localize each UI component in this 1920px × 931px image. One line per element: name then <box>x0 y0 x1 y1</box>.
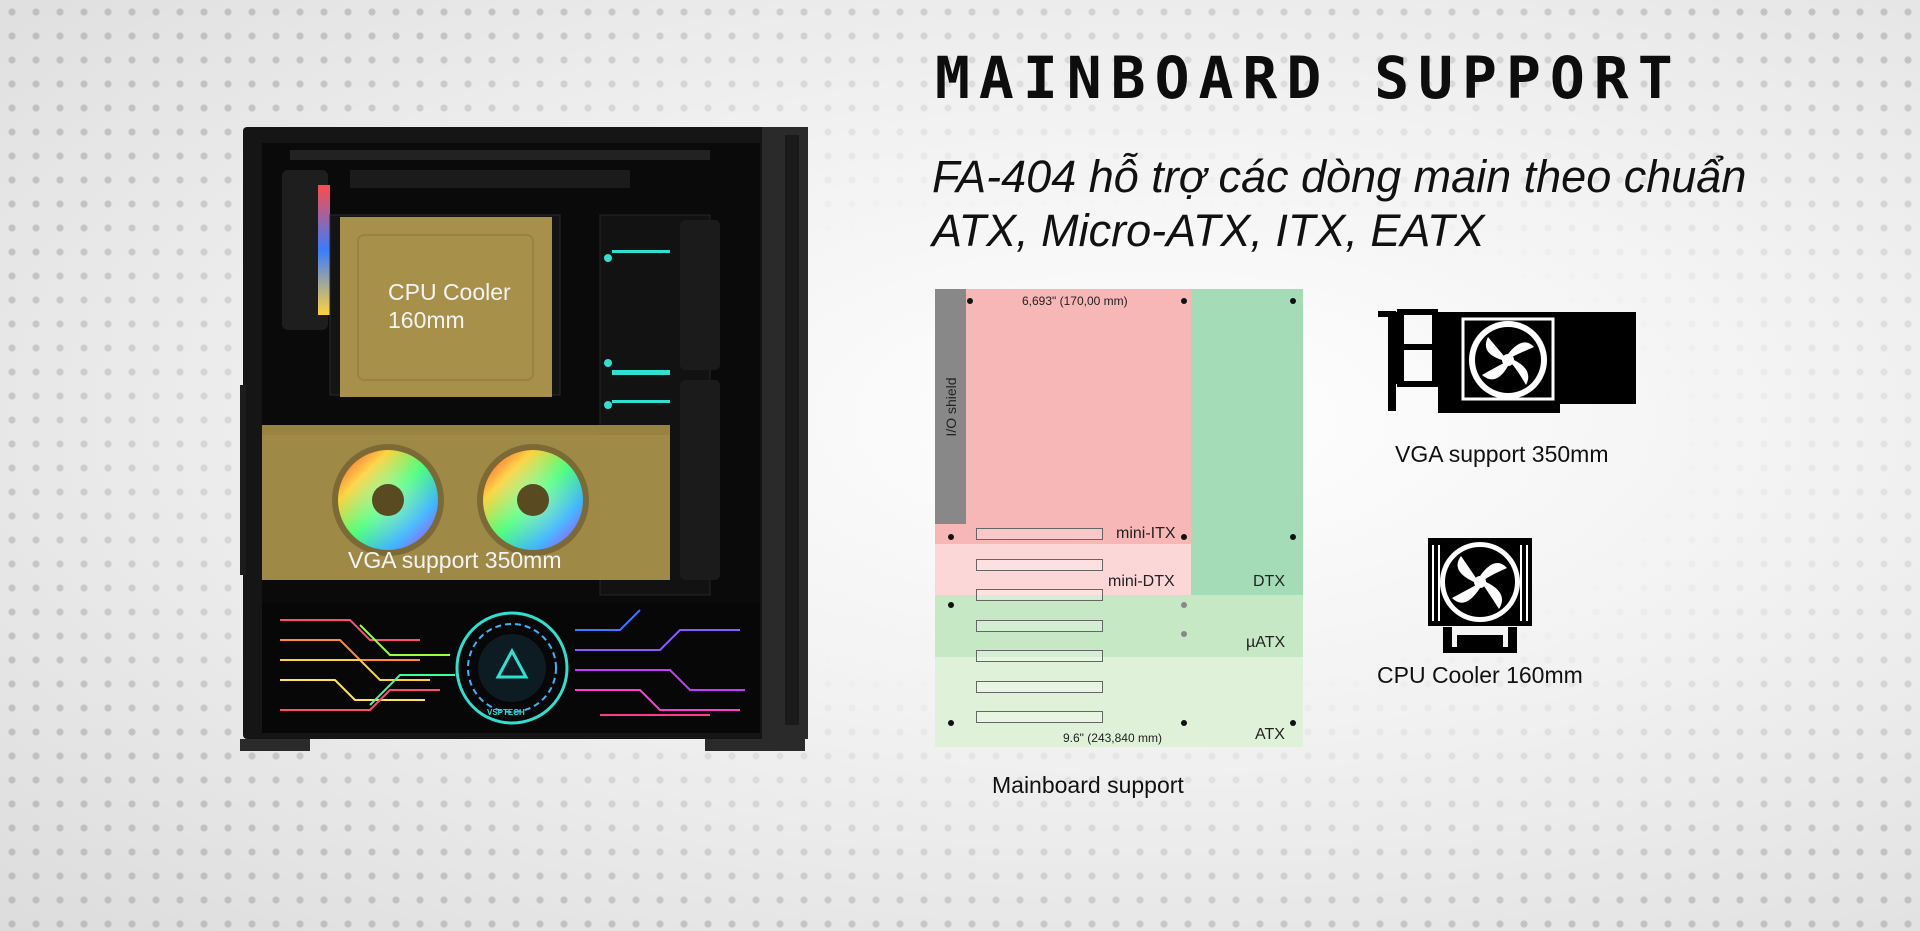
subtitle-line-1: FA-404 hỗ trợ các dòng main theo chuẩn <box>932 151 1747 202</box>
mini-itx-label: mini-ITX <box>1116 525 1176 542</box>
mount-hole <box>1181 534 1187 540</box>
atx-label: ATX <box>1255 726 1285 743</box>
gpu-fan-right <box>477 444 589 556</box>
expansion-slot <box>976 559 1103 571</box>
micro-atx-zone <box>935 595 1303 657</box>
gpu-fan-left <box>332 444 444 556</box>
vga-support-caption: VGA support 350mm <box>1395 441 1609 467</box>
board-length-dimension: 9.6" (243,840 mm) <box>1063 731 1162 745</box>
cpu-cooler-label-line2: 160mm <box>388 307 465 333</box>
page-subtitle: FA-404 hỗ trợ các dòng main theo chuẩn A… <box>932 150 1812 258</box>
mount-hole <box>1181 631 1187 637</box>
cpu-cooler-label-line1: CPU Cooler <box>388 279 511 305</box>
mount-hole <box>1290 720 1296 726</box>
expansion-slot <box>976 589 1103 601</box>
cpu-cooler-caption: CPU Cooler 160mm <box>1377 662 1583 688</box>
subtitle-line-2: ATX, Micro-ATX, ITX, EATX <box>932 205 1485 256</box>
case-logo-text: VSPTECH <box>487 708 525 717</box>
io-shield: I/O shield <box>935 289 966 524</box>
expansion-slot <box>976 650 1103 662</box>
mini-dtx-zone <box>935 544 1191 595</box>
mount-hole <box>1290 298 1296 304</box>
mount-hole <box>948 534 954 540</box>
board-width-dimension: 6,693" (170,00 mm) <box>1022 294 1128 308</box>
mount-hole <box>1181 298 1187 304</box>
vga-support-label: VGA support 350mm <box>348 547 562 573</box>
pc-case-drawing <box>232 127 808 751</box>
expansion-slot <box>976 681 1103 693</box>
mount-hole <box>1181 720 1187 726</box>
expansion-slot <box>976 528 1103 540</box>
dtx-zone <box>1191 289 1303 595</box>
expansion-slot <box>976 711 1103 723</box>
mainboard-size-diagram: I/O shield 6,693" (170,00 mm) 9.6" (243,… <box>935 289 1303 747</box>
mount-hole <box>948 720 954 726</box>
mount-hole <box>1181 602 1187 608</box>
cpu-cooler-icon <box>1425 535 1535 655</box>
pc-case-image: CPU Cooler 160mm VGA support 350mm VSPTE… <box>232 125 820 760</box>
mini-dtx-label: mini-DTX <box>1108 573 1175 590</box>
mainboard-caption: Mainboard support <box>992 772 1184 798</box>
page-heading: MAINBOARD SUPPORT <box>935 44 1682 112</box>
graphics-card-icon <box>1378 305 1638 415</box>
io-shield-label: I/O shield <box>942 376 959 437</box>
micro-atx-label: µATX <box>1246 634 1286 651</box>
dtx-label: DTX <box>1253 573 1285 590</box>
mount-hole <box>1290 534 1296 540</box>
mount-hole <box>967 298 973 304</box>
expansion-slot <box>976 620 1103 632</box>
mini-itx-zone <box>935 289 1191 544</box>
mount-hole <box>948 602 954 608</box>
atx-zone <box>935 657 1303 747</box>
